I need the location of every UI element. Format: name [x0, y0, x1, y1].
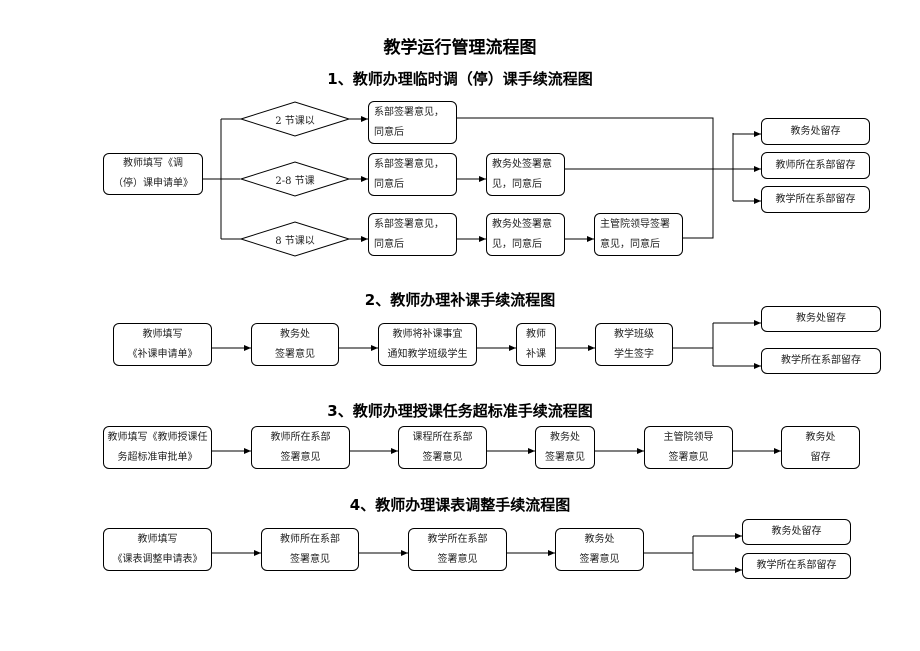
step-box: 系部签署意见， 同意后 — [368, 101, 457, 144]
box-line: 同意后 — [374, 126, 404, 138]
step-box: 系部签署意见， 同意后 — [368, 153, 457, 196]
box-line: 签署意见 — [545, 451, 585, 463]
condition-label: 2 节课以 — [275, 116, 315, 127]
box-line: （停）课申请单》 — [113, 178, 193, 189]
section-1-title: 1、教师办理临时调（停）课手续流程图 — [327, 70, 593, 88]
box-line: 留存 — [810, 451, 831, 463]
box-line: 系部签署意见， — [374, 158, 444, 170]
step-box: 主管院领导签署 意见，同意后 — [594, 213, 683, 256]
section-3-title: 3、教师办理授课任务超标准手续流程图 — [327, 402, 593, 420]
box-line: 教务处 — [550, 431, 580, 443]
box-line: 教务处 — [584, 533, 615, 545]
box-line: 见，同意后 — [492, 178, 542, 190]
step-box: 教务处 签署意见 — [535, 426, 595, 469]
box-line: 通知教学班级学生 — [387, 348, 468, 360]
box-line: 教学所在系部 — [427, 533, 488, 545]
box-line: 教师所在系部 — [280, 533, 340, 545]
box-line: 教师填写《调 — [123, 158, 183, 169]
box-line: 签署意见 — [290, 553, 330, 565]
step-box: 教务处 签署意见 — [251, 323, 339, 366]
section-2-title: 2、教师办理补课手续流程图 — [364, 291, 556, 309]
step-box: 教务处签署意 见，同意后 — [486, 213, 565, 256]
box-line: 主管院领导 — [663, 431, 714, 443]
box-line: 主管院领导签署 — [600, 218, 670, 230]
box-line: 教师 — [526, 328, 546, 340]
box-line: 系部签署意见， — [374, 106, 444, 118]
output-box: 教务处留存 — [761, 306, 881, 332]
output-box: 教学所在系部留存 — [761, 348, 881, 374]
box-line: 《课表调整申请表》 — [112, 553, 203, 565]
box-line: 教务处签署意 — [492, 218, 552, 230]
box-line: 签署意见 — [668, 451, 709, 463]
output-box: 教学所在系部留存 — [742, 553, 851, 579]
box-line: 教师填写《教师授课任 — [107, 431, 208, 443]
output-box: 教务处留存 — [761, 118, 870, 145]
box-line: 务超标准审批单》 — [117, 451, 198, 463]
box-line: 见，同意后 — [492, 238, 542, 250]
box-line: 教务处 — [280, 328, 310, 340]
output-box: 教学所在系部留存 — [761, 186, 870, 213]
box-line: 系部签署意见， — [374, 218, 444, 230]
box-line: 教师填写 — [137, 533, 178, 545]
start-box: 教师填写《调 （停）课申请单》 — [103, 153, 203, 195]
output-box: 教师所在系部留存 — [761, 152, 870, 179]
step-box: 教务处 签署意见 — [555, 528, 644, 571]
box-line: 教师所在系部 — [270, 431, 331, 443]
box-line: 签署意见 — [579, 553, 620, 565]
step-box: 课程所在系部 签署意见 — [398, 426, 487, 469]
box-line: 课程所在系部 — [412, 431, 473, 443]
step-box: 教学所在系部 签署意见 — [408, 528, 507, 571]
box-line: 签署意见 — [280, 451, 321, 463]
step-box: 教师所在系部 签署意见 — [251, 426, 350, 469]
step-box: 教师 补课 — [516, 323, 556, 366]
box-line: 教务处 — [805, 431, 836, 443]
step-box: 教师填写 《课表调整申请表》 — [103, 528, 212, 571]
step-box: 系部签署意见， 同意后 — [368, 213, 457, 256]
box-line: 学生签字 — [614, 348, 654, 360]
connector — [457, 117, 714, 239]
condition-label: 8 节课以 — [275, 236, 315, 247]
box-line: 教师填写 — [142, 328, 183, 340]
section-4-title: 4、教师办理课表调整手续流程图 — [349, 496, 571, 514]
box-line: 意见，同意后 — [600, 238, 660, 250]
box-line: 补课 — [526, 348, 546, 360]
step-box: 教师填写《教师授课任 务超标准审批单》 — [103, 426, 212, 469]
box-line: 签署意见 — [275, 348, 315, 360]
step-box: 教师将补课事宜 通知教学班级学生 — [378, 323, 477, 366]
step-box: 主管院领导 签署意见 — [644, 426, 733, 469]
condition-label: 2-8 节课 — [275, 176, 315, 187]
page-title: 教学运行管理流程图 — [383, 38, 537, 58]
step-box: 教学班级 学生签字 — [595, 323, 673, 366]
box-line: 同意后 — [374, 178, 404, 190]
box-line: 教学班级 — [614, 328, 654, 340]
step-box: 教务处 留存 — [781, 426, 860, 469]
box-line: 同意后 — [374, 238, 404, 250]
box-line: 《补课申请单》 — [127, 348, 198, 360]
box-line: 签署意见 — [437, 553, 478, 565]
step-box: 教师所在系部 签署意见 — [261, 528, 359, 571]
step-box: 教务处签署意 见，同意后 — [486, 153, 565, 196]
box-line: 签署意见 — [422, 451, 463, 463]
box-line: 教务处签署意 — [492, 158, 552, 170]
step-box: 教师填写 《补课申请单》 — [113, 323, 212, 366]
box-line: 教师将补课事宜 — [392, 328, 463, 340]
output-box: 教务处留存 — [742, 519, 851, 545]
